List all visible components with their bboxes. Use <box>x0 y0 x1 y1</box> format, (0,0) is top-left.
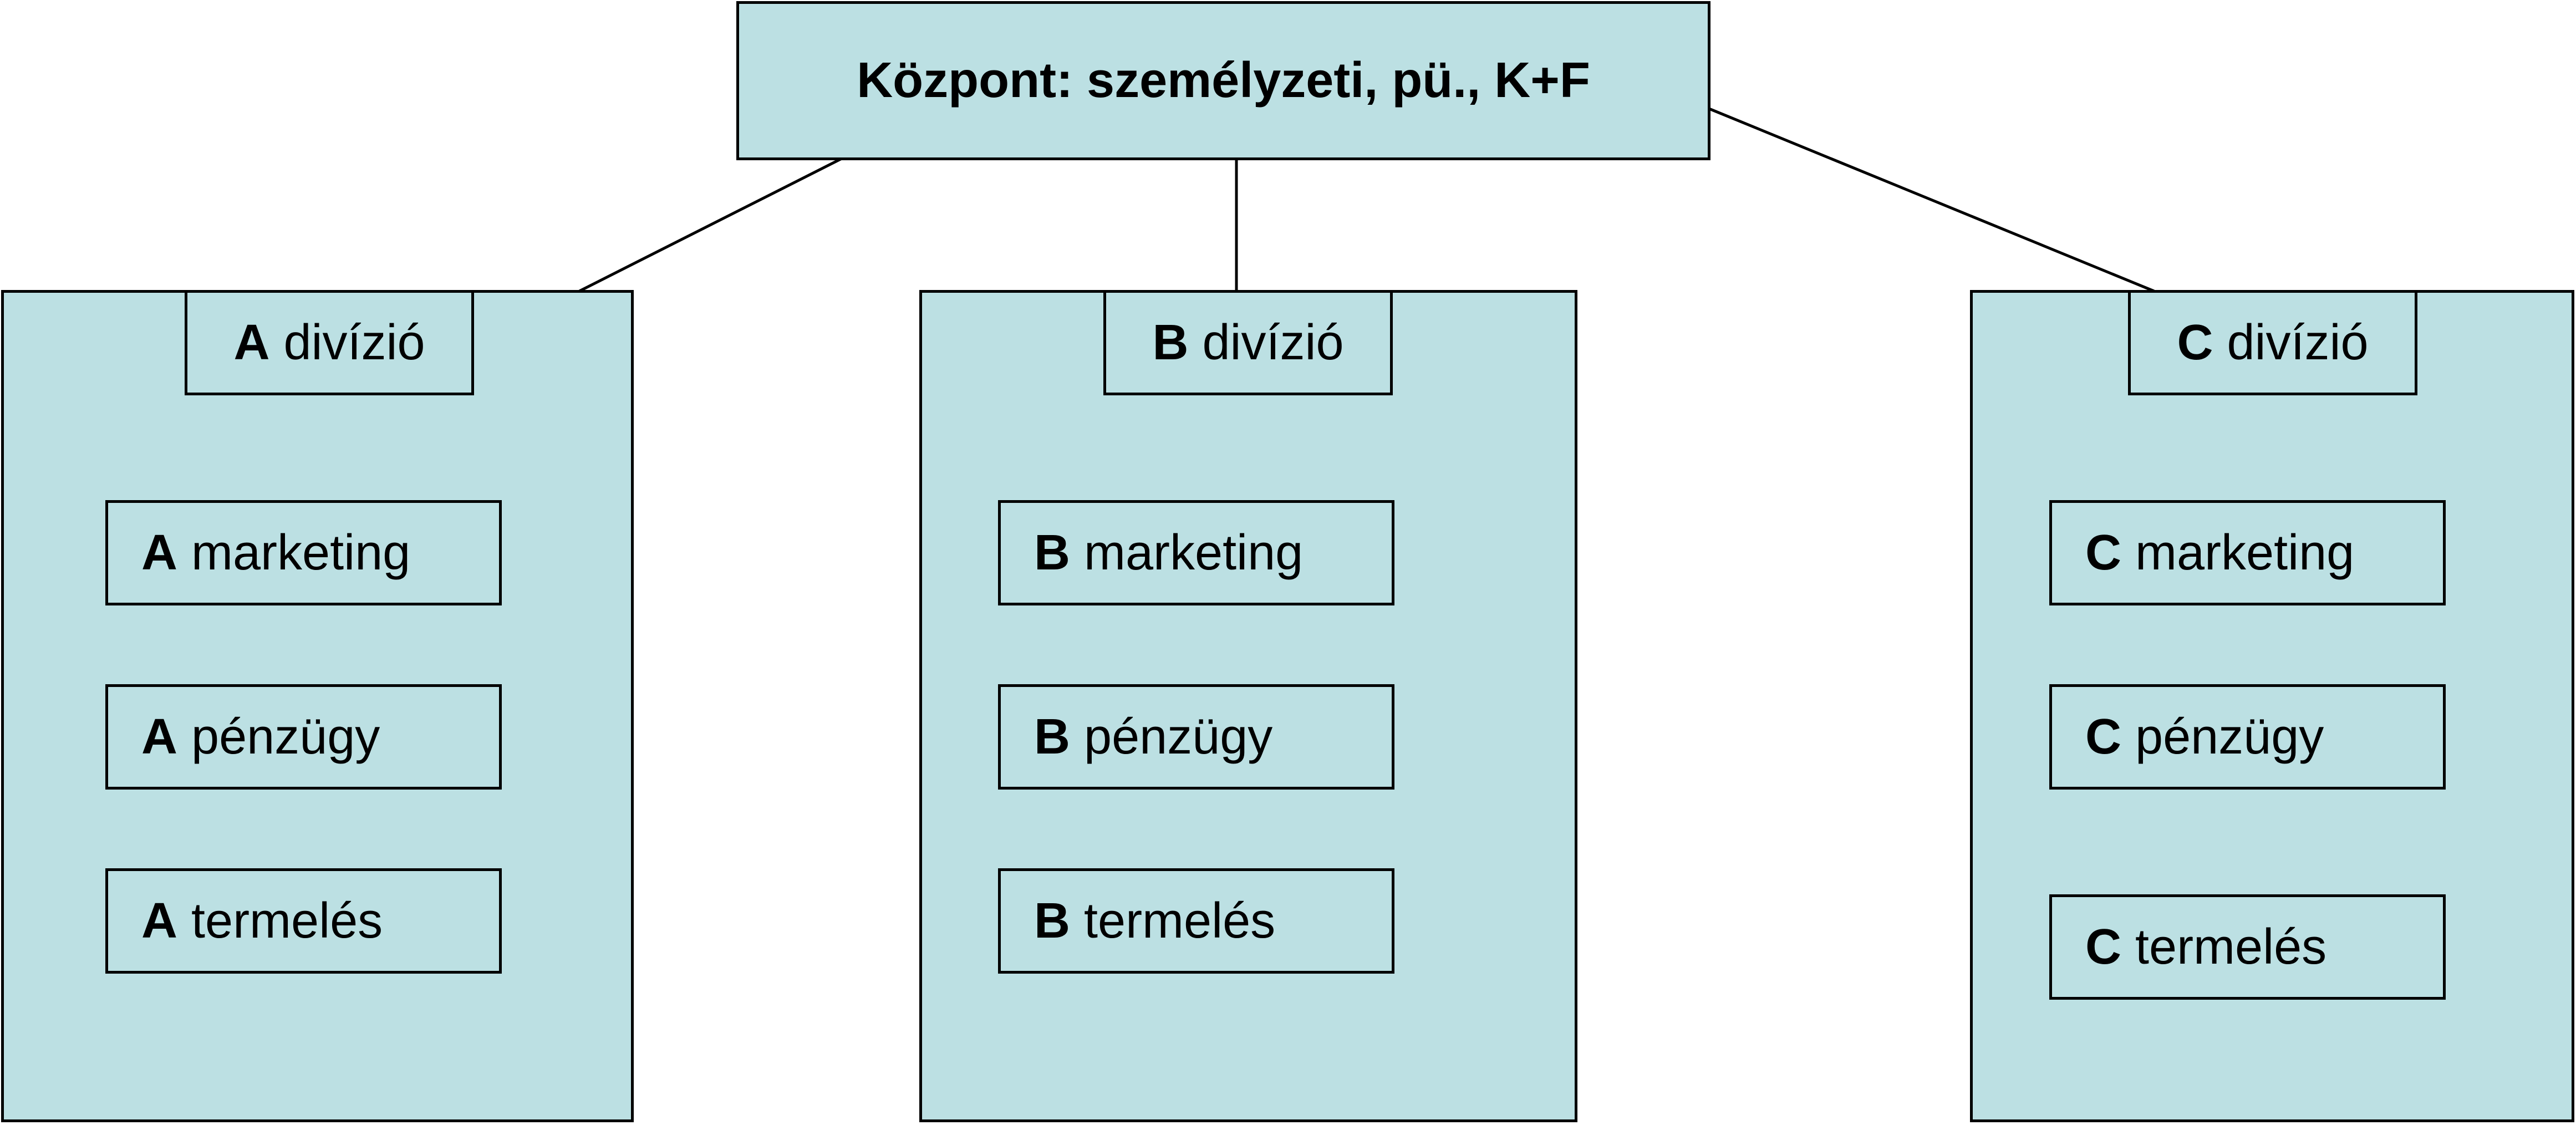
division-a-title: A divízió <box>185 290 474 395</box>
division-b-suffix: divízió <box>1202 314 1344 370</box>
unit-a-penzugy: A pénzügy <box>105 684 502 790</box>
headquarters-label: Központ: személyzeti, pü., K+F <box>857 53 1590 108</box>
division-c-title: C divízió <box>2128 290 2417 395</box>
unit-c-marketing: C marketing <box>2049 500 2446 605</box>
unit-b-penzugy: B pénzügy <box>998 684 1394 790</box>
headquarters-box: Központ: személyzeti, pü., K+F <box>736 1 1710 160</box>
unit-b-termeles: B termelés <box>998 868 1394 974</box>
division-c-suffix: divízió <box>2227 314 2369 370</box>
unit-a-termeles: A termelés <box>105 868 502 974</box>
unit-c-termeles: C termelés <box>2049 894 2446 1000</box>
division-c-letter: C <box>2177 314 2213 370</box>
division-b-letter: B <box>1152 314 1189 370</box>
division-a-letter: A <box>233 314 270 370</box>
unit-a-marketing: A marketing <box>105 500 502 605</box>
connector-hq-c <box>1707 106 2155 293</box>
division-a-suffix: divízió <box>283 314 425 370</box>
connector-hq-a <box>578 156 844 293</box>
division-b-title: B divízió <box>1103 290 1393 395</box>
unit-b-marketing: B marketing <box>998 500 1394 605</box>
unit-c-penzugy: C pénzügy <box>2049 684 2446 790</box>
